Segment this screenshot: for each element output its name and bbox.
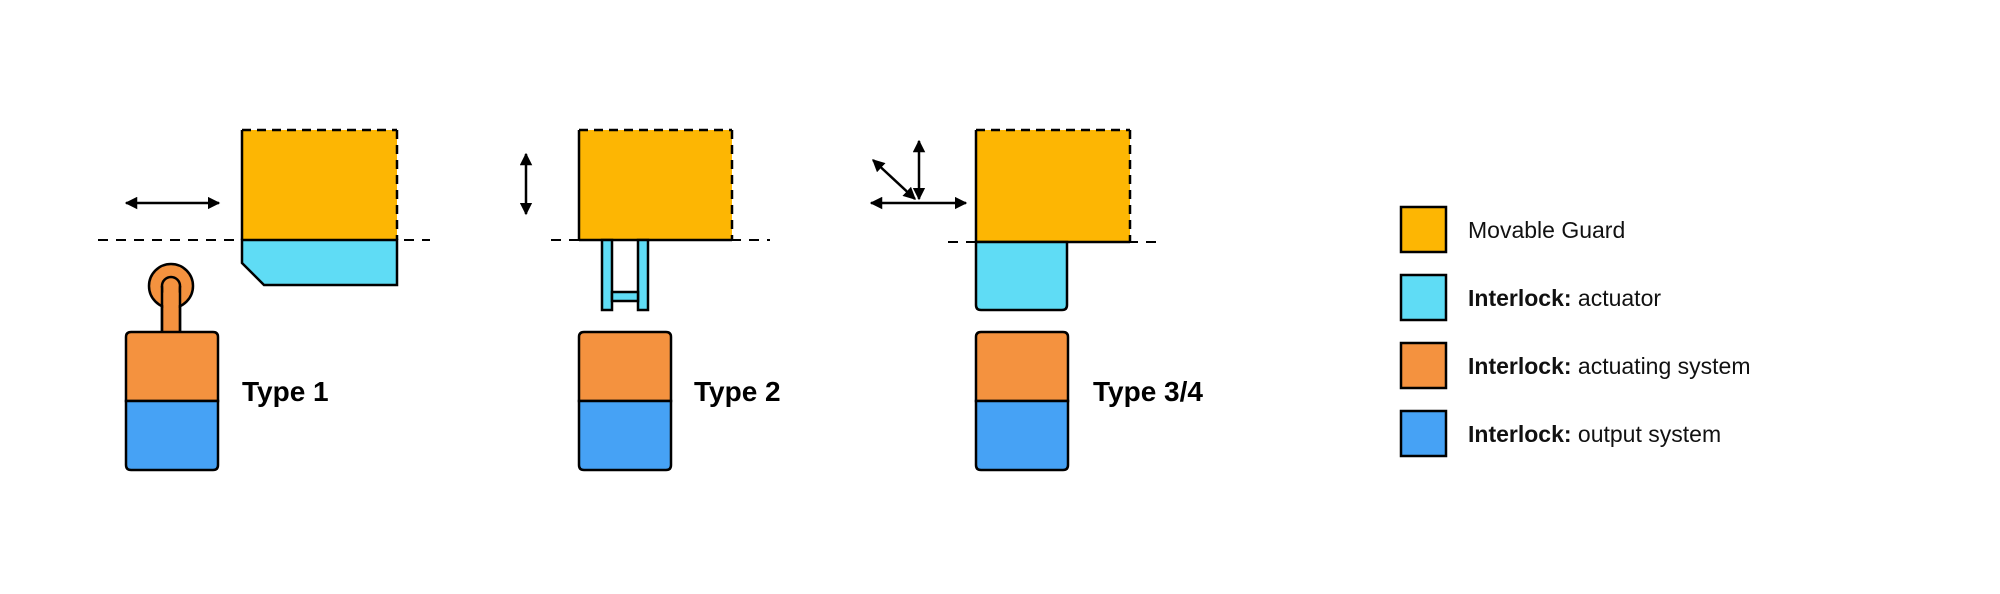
type-1-actuator (240, 238, 399, 287)
type-2-actuating-system (577, 330, 673, 403)
type-2-movable-guard (579, 130, 732, 240)
type-1-roller-stem-cover (163, 286, 179, 331)
legend-label-actuator: Interlock: actuator (1468, 285, 1661, 311)
legend-swatch-actuator (1399, 273, 1448, 322)
legend-item-output-system: Interlock: output system (1399, 409, 1721, 458)
legend-item-actuator: Interlock: actuator (1399, 273, 1661, 322)
type-3-4-diagonal-arrow (872, 159, 916, 200)
type-1-output-system (124, 399, 220, 472)
legend-item-actuating-system: Interlock: actuating system (1399, 341, 1751, 390)
type-2-label: Type 2 (694, 376, 781, 407)
legend-swatch-output-system (1399, 409, 1448, 458)
legend-label-output-system: Interlock: output system (1468, 421, 1721, 447)
type-3-4-actuating-system (974, 330, 1070, 403)
type-3-4-group: Type 3/4 (869, 128, 1203, 472)
type-2-output-system (577, 399, 673, 472)
legend-swatch-actuating-system (1399, 341, 1448, 390)
legend-label-actuating-system: Interlock: actuating system (1468, 353, 1751, 379)
type-1-movable-guard (242, 130, 397, 240)
type-2-group: Type 2 (519, 128, 781, 472)
legend: Movable Guard Interlock: actuator Interl… (1399, 205, 1751, 458)
legend-item-movable-guard: Movable Guard (1399, 205, 1625, 254)
type-2-actuator (600, 238, 650, 312)
type-3-4-movable-guard (976, 130, 1130, 242)
type-1-group: Type 1 (98, 128, 430, 472)
legend-swatch-movable-guard (1399, 205, 1448, 254)
type-3-4-output-system (974, 399, 1070, 472)
type-3-4-actuator (974, 240, 1069, 312)
type-1-label: Type 1 (242, 376, 329, 407)
type-3-4-label: Type 3/4 (1093, 376, 1203, 407)
type-1-actuating-system (124, 330, 220, 403)
legend-label-movable-guard: Movable Guard (1468, 217, 1625, 243)
